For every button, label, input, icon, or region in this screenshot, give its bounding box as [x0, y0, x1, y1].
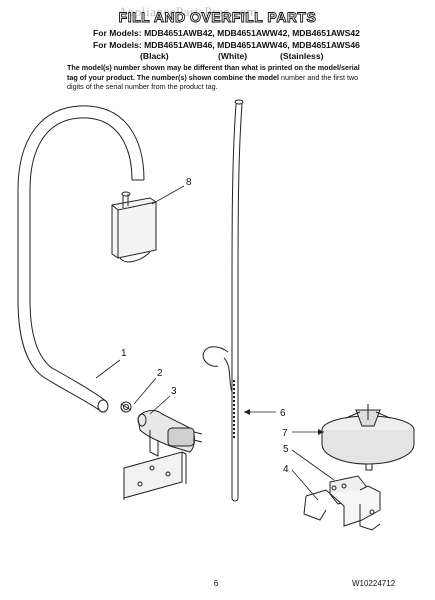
page-number: 6: [213, 579, 219, 588]
color-black: (Black): [140, 51, 169, 61]
watermark: AppliancePartsPros.com: [118, 4, 258, 19]
leader-8: [151, 185, 185, 205]
page-title: FILL AND OVERFILL PARTS: [118, 9, 317, 26]
callout-8: 8: [186, 177, 192, 188]
leader-1: [95, 359, 121, 379]
callout-3: 3: [171, 386, 177, 397]
document-number: W10224712: [352, 579, 396, 588]
callout-7: 7: [282, 428, 288, 439]
models-line-2: For Models: MDB4651AWB46, MDB4651AWW46, …: [93, 40, 360, 50]
callout-2: 2: [157, 368, 163, 379]
callout-4: 4: [283, 464, 289, 475]
model-note-plain: number and the first two digits of the s…: [67, 72, 359, 92]
color-stainless: (Stainless): [280, 51, 324, 61]
water-inlet-valve: [123, 410, 203, 500]
hose-clamp: [120, 401, 132, 413]
float: [321, 404, 415, 471]
model-note: The model(s) number shown may be differe…: [67, 63, 367, 92]
leader-6-arrow: [244, 409, 250, 415]
fill-hose: [17, 105, 145, 413]
leader-2: [133, 377, 157, 405]
leader-4: [291, 469, 319, 501]
callout-5: 5: [283, 444, 289, 455]
models-line-1: For Models: MDB4651AWB42, MDB4651AWW42, …: [93, 28, 360, 38]
switch-bracket: [303, 485, 381, 531]
callout-6: 6: [280, 408, 286, 419]
leader-5: [291, 449, 335, 481]
leader-7-arrow: [318, 429, 324, 435]
leader-3: [149, 395, 171, 415]
fill-tube: [202, 99, 244, 502]
callout-1: 1: [121, 348, 127, 359]
color-white: (White): [218, 51, 248, 61]
air-break-housing: [111, 191, 157, 263]
model-note-bold: The model(s) number shown may be differe…: [67, 63, 360, 82]
